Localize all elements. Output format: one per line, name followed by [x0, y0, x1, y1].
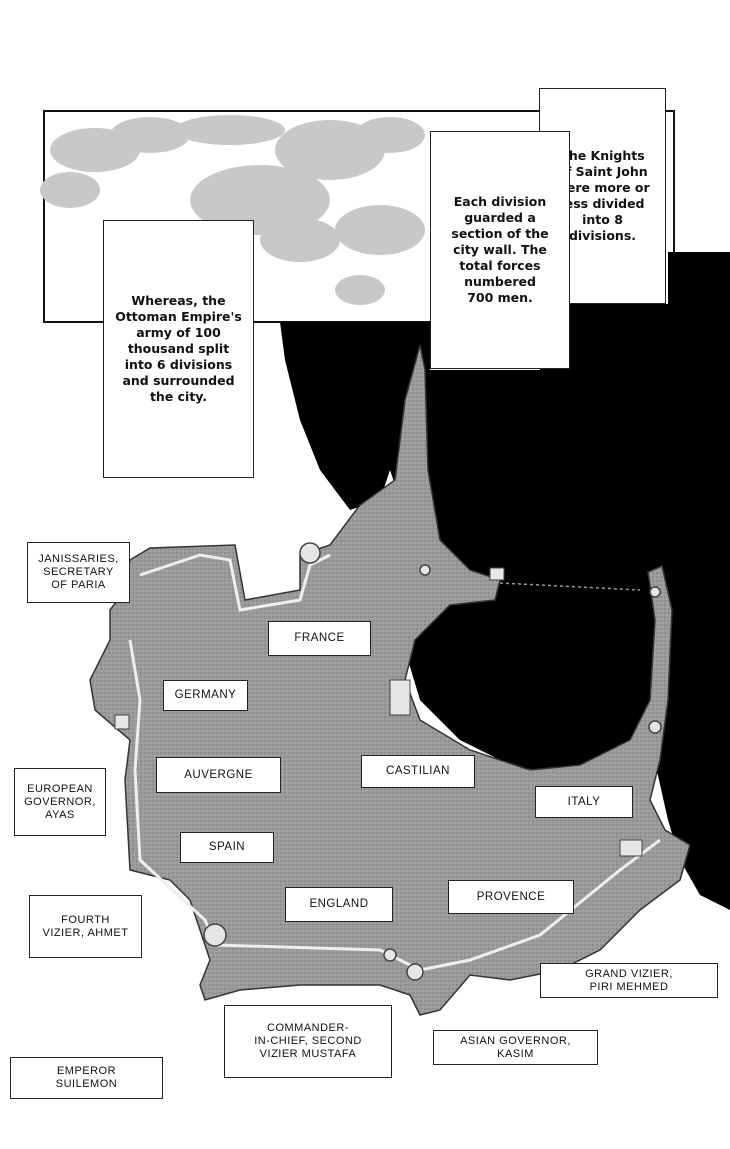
division-label-france: FRANCE [268, 621, 371, 656]
caption-divisions: Each division guarded a section of the c… [430, 131, 570, 369]
division-label-germany: GERMANY [163, 680, 248, 711]
division-label-england: ENGLAND [285, 887, 393, 922]
ottoman-label-european-governor: EUROPEAN GOVERNOR, AYAS [14, 768, 106, 836]
ottoman-label-grand-vizier: GRAND VIZIER, PIRI MEHMED [540, 963, 718, 998]
division-label-italy: ITALY [535, 786, 633, 818]
harbour [410, 580, 660, 770]
division-label-auvergne: AUVERGNE [156, 757, 281, 793]
division-label-provence: PROVENCE [448, 880, 574, 914]
ottoman-label-fourth-vizier: FOURTH VIZIER, AHMET [29, 895, 142, 958]
division-label-castilian: CASTILIAN [361, 755, 475, 788]
caption-ottoman: Whereas, the Ottoman Empire's army of 10… [103, 220, 254, 478]
division-label-spain: SPAIN [180, 832, 274, 863]
ottoman-label-janissaries: JANISSARIES, SECRETARY OF PARIA [27, 542, 130, 603]
ottoman-label-asian-governor: ASIAN GOVERNOR, KASIM [433, 1030, 598, 1065]
ottoman-label-commander-in-chief: COMMANDER- IN-CHIEF, SECOND VIZIER MUSTA… [224, 1005, 392, 1078]
ottoman-label-emperor: EMPEROR SUILEMON [10, 1057, 163, 1099]
